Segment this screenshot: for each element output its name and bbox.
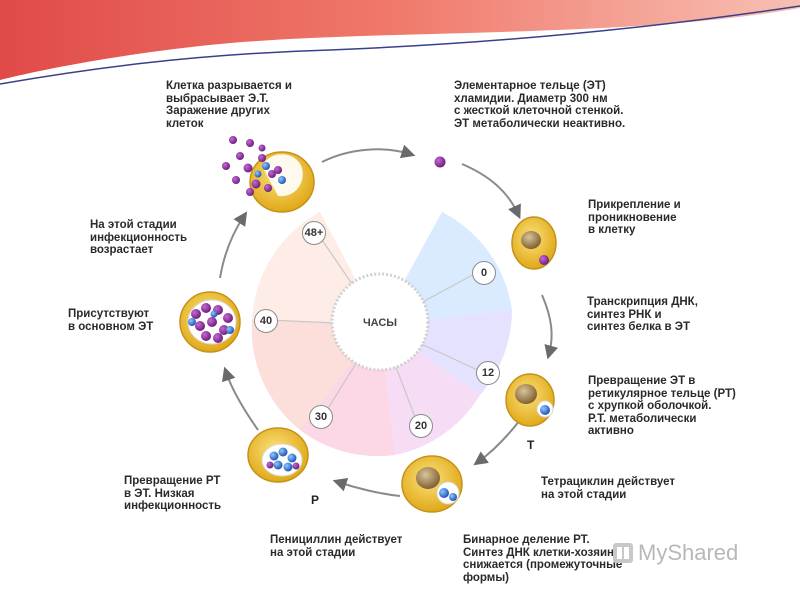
label-binary-fission: Бинарное деление РТ. Синтез ДНК клетки-х… bbox=[463, 534, 623, 584]
tick-30: 30 bbox=[309, 405, 333, 429]
tick-12: 12 bbox=[476, 361, 500, 385]
tick-40: 40 bbox=[254, 309, 278, 333]
letter-p: Р bbox=[311, 493, 320, 507]
watermark-logo-icon bbox=[613, 543, 633, 563]
label-attachment: Прикрепление и проникновение в клетку bbox=[588, 199, 681, 236]
label-cell-burst: Клетка разрывается и выбрасывает Э.Т. За… bbox=[166, 80, 292, 130]
label-conversion-eb: Превращение РТ в ЭТ. Низкая инфекционнос… bbox=[124, 475, 222, 512]
letter-t: Т bbox=[527, 438, 535, 452]
label-tetracycline: Тетрациклин действует на этой стадии bbox=[541, 476, 675, 501]
label-penicillin: Пенициллин действует на этой стадии bbox=[270, 534, 403, 559]
watermark: MyShared bbox=[612, 540, 738, 570]
tick-48plus: 48+ bbox=[302, 221, 326, 245]
center-hours-label: ЧАСЫ bbox=[362, 317, 398, 329]
label-transcription: Транскрипция ДНК, синтез РНК и синтез бе… bbox=[587, 296, 698, 333]
tick-20: 20 bbox=[409, 414, 433, 438]
label-present-eb: Присутствуют в основном ЭТ bbox=[68, 308, 154, 333]
tick-0: 0 bbox=[472, 261, 496, 285]
label-infectivity: На этой стадии инфекционность возрастает bbox=[90, 219, 188, 256]
label-elementary-body: Элементарное тельце (ЭТ) хламидии. Диаме… bbox=[454, 80, 626, 130]
watermark-text: MyShared bbox=[638, 540, 739, 565]
label-conversion-rb: Превращение ЭТ в ретикулярное тельце (РТ… bbox=[588, 375, 736, 437]
